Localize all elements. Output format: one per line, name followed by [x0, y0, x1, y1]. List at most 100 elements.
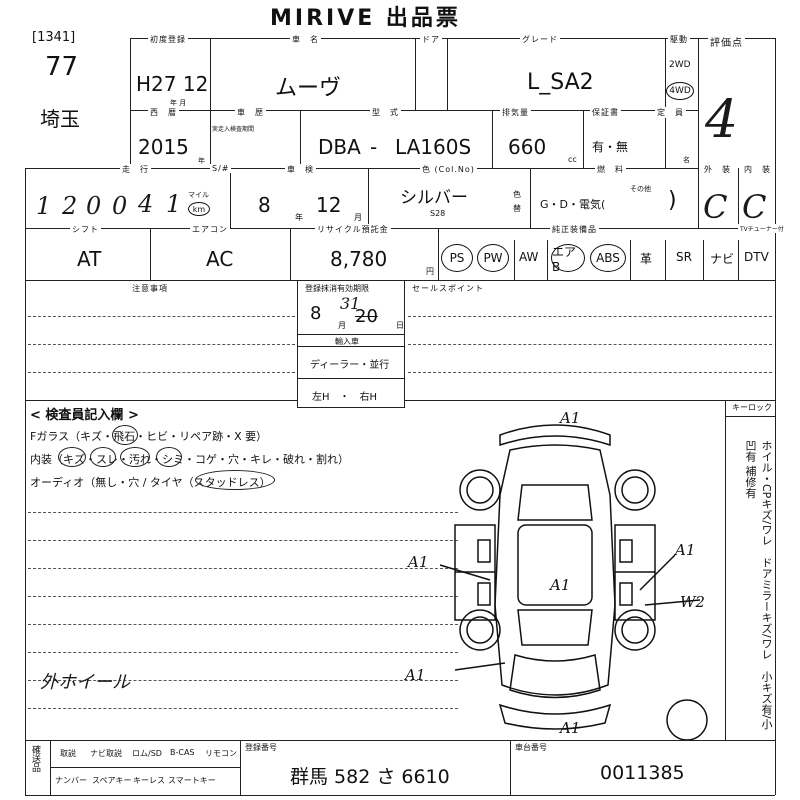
- footer-item-smart-key: スマートキー: [168, 776, 216, 785]
- document-title: MIRIVE 出品票: [270, 6, 461, 31]
- damage-mark: A1: [548, 576, 570, 594]
- sales-label: セールスポイント: [410, 283, 486, 294]
- damage-mark: A1: [673, 541, 695, 559]
- warranty-label: 保証書: [590, 107, 621, 118]
- history-label: 車 歴: [235, 107, 266, 118]
- color-label: 色 (Col.No): [420, 164, 477, 175]
- color-code: S28: [430, 209, 446, 218]
- car-name-value: ムーヴ: [275, 76, 342, 101]
- mileage-d1: 1: [36, 192, 52, 220]
- footer-item-bcas: B-CAS: [170, 748, 195, 757]
- mileage-d4: 0: [112, 192, 128, 220]
- mileage-d2: 2: [62, 192, 78, 220]
- reg-no-value: 群馬 582 さ 6610: [290, 766, 450, 788]
- handle-side: 左H ・ 右H: [312, 392, 378, 403]
- equip-sunroof: SR: [676, 250, 692, 264]
- year-label: 西 暦: [148, 107, 179, 118]
- reg-deadline-label: 登録抹消有効期限: [305, 284, 369, 293]
- damage-mark: A1: [558, 719, 580, 737]
- equip-dtv: DTV: [744, 250, 769, 264]
- damage-mark: A1: [406, 553, 428, 571]
- inspector-hand-note: 外ホイール: [40, 672, 130, 693]
- shaken-year-unit: 年: [295, 213, 303, 222]
- history-note: 実走入検査期間: [212, 126, 255, 133]
- score-value: 4: [705, 90, 739, 150]
- lot-prefecture: 埼玉: [40, 107, 80, 131]
- damage-mark: W2: [680, 593, 705, 611]
- recycle-unit: 円: [426, 267, 434, 276]
- chassis-value: 0011385: [600, 762, 685, 784]
- side-vertical-text: ホイル・CPキズ/ワレ ドアミラーキズ/ワレ 小キズ有/小凹有 補修有: [744, 440, 773, 730]
- car-damage-diagram: A1 A1 A1 A1 A1 A1 W2: [403, 409, 708, 740]
- fuel-value: G・D・電気(: [540, 198, 606, 211]
- keylock-label: キーロック: [732, 403, 772, 412]
- mileage-d5: 4: [138, 190, 154, 218]
- door-label: ドア: [420, 34, 442, 45]
- capacity-unit: 名: [683, 156, 690, 164]
- reg-day-struck: 20: [355, 306, 378, 327]
- drive-2wd: 2WD: [669, 60, 691, 70]
- mileage-unit-km: km: [188, 202, 210, 216]
- color-change: 色替: [513, 190, 521, 213]
- equip-navi: ナビ: [710, 252, 735, 266]
- equip-abs: ABS: [590, 244, 626, 272]
- footer-item-plate: ナンバー: [55, 776, 87, 785]
- footer-side-label: 確送品: [30, 745, 40, 772]
- circle-mark: [58, 447, 86, 467]
- mileage-d6: 1: [166, 190, 182, 218]
- model-value: LA160S: [395, 135, 472, 159]
- shaken-label: 車 検: [285, 164, 316, 175]
- first-reg-units: 年 月: [170, 99, 187, 107]
- mileage-unit-top: マイル: [188, 191, 209, 199]
- shift-label: シフト: [70, 224, 101, 235]
- exterior-label: 外 装: [702, 164, 733, 175]
- equip-aw: AW: [519, 250, 539, 264]
- equip-leather: 革: [640, 252, 653, 266]
- car-name-label: 車 名: [290, 34, 321, 45]
- model-dash: -: [370, 135, 378, 159]
- year-value: 2015: [138, 135, 189, 159]
- inspector-fglass: Fガラス（キズ・飛石・ヒビ・リペア跡・X 要）: [30, 430, 268, 443]
- import-dealer: ディーラー・並行: [310, 360, 390, 371]
- ac-value: AC: [206, 247, 234, 271]
- interior-label: 内 装: [742, 164, 773, 175]
- lot-ref: [1341]: [32, 30, 76, 45]
- footer-item-rom-sd: ロム/SD: [132, 749, 162, 758]
- damage-mark: A1: [558, 409, 580, 427]
- recycle-label: リサイクル預託金: [315, 224, 391, 235]
- s-label: S/#: [210, 164, 232, 173]
- shift-value: AT: [77, 247, 102, 271]
- grade-label: グレード: [520, 34, 560, 45]
- caution-label: 注意事項: [130, 283, 170, 294]
- reg-day-new: 31: [340, 294, 361, 313]
- lot-number: 77: [45, 52, 79, 82]
- chassis-label: 車台番号: [515, 743, 547, 752]
- circle-mark: [90, 447, 116, 467]
- inspector-title: < 検査員記入欄 >: [30, 408, 139, 423]
- model-label: 型 式: [370, 107, 401, 118]
- reg-deadline-box: [297, 280, 405, 408]
- circle-mark: [112, 425, 138, 445]
- drive-4wd-circled: 4WD: [666, 82, 694, 100]
- model-prefix: DBA: [318, 135, 361, 159]
- first-reg-value: H27 12: [136, 72, 209, 96]
- score-label: 評価点: [708, 34, 745, 49]
- footer-item-navi-manual: ナビ取説: [90, 749, 122, 758]
- tuner-label: TVチューナー付: [738, 224, 786, 233]
- footer-item-spare-key: スペアキー: [92, 776, 132, 785]
- first-reg-label: 初度登録: [148, 34, 188, 45]
- cc-value: 660: [508, 135, 547, 159]
- reg-month-unit: 月: [338, 321, 346, 330]
- circle-mark: [120, 447, 150, 467]
- shaken-month: 12: [316, 193, 342, 217]
- fuel-label: 燃 料: [595, 164, 626, 175]
- equip-airbag: エアB: [551, 244, 585, 274]
- mileage-d3: 0: [86, 192, 102, 220]
- drive-label: 駆動: [668, 34, 690, 45]
- damage-mark: A1: [403, 666, 425, 684]
- equip-pw: PW: [477, 244, 509, 272]
- equip-ps: PS: [441, 244, 473, 272]
- fuel-other: その他: [630, 185, 651, 193]
- circle-mark: [156, 447, 182, 467]
- circle-mark: [195, 470, 275, 490]
